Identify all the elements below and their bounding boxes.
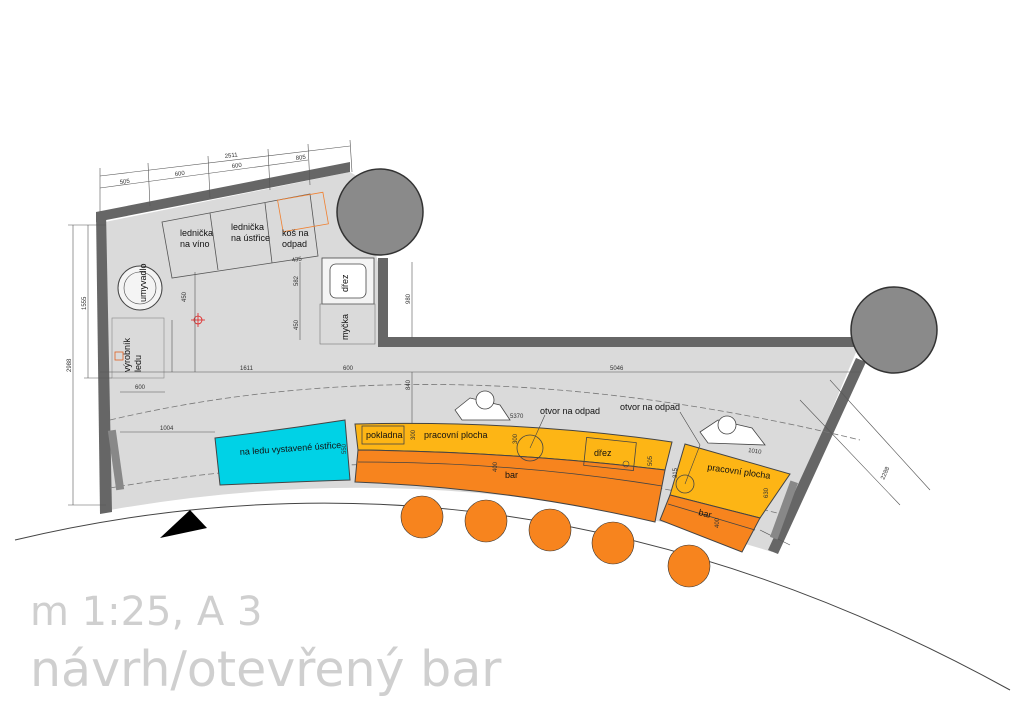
column-top (336, 168, 424, 256)
bar-stool (591, 521, 635, 565)
label-washbasin: umyvadlo (138, 263, 148, 302)
dim-435: 435 (291, 257, 302, 264)
dim-300a: 300 (411, 429, 417, 440)
dim-600-mid: 600 (343, 366, 354, 372)
bar-stool (400, 495, 444, 539)
dim-1611: 1611 (240, 366, 254, 372)
main-sink-box (583, 437, 637, 471)
dishwasher-box (319, 303, 376, 345)
washbasin-icon (117, 265, 163, 311)
label-ice-maker: výrobníkledu (122, 337, 143, 372)
dim-600-left: 600 (135, 385, 146, 391)
counter-arc-back (109, 384, 861, 441)
bar-stool (528, 508, 572, 552)
dim-980: 980 (406, 293, 412, 304)
crosshair-icon (191, 313, 205, 327)
dimension-lines (68, 139, 931, 546)
dim-2288: 2288 (880, 466, 891, 481)
bartender-2-icon (699, 415, 766, 446)
dim-600a: 600 (175, 171, 186, 178)
oyster-display (214, 419, 351, 486)
dim-400b: 400 (715, 517, 721, 528)
scale-caption: m 1:25, A 3 (30, 589, 263, 635)
label-sink-main: dřez (594, 448, 612, 458)
dim-300b: 300 (513, 433, 519, 444)
bartender-1-icon (454, 390, 511, 421)
label-sink-small: dřez (340, 274, 350, 292)
dim-315: 315 (673, 467, 679, 478)
dim-450a: 450 (182, 291, 188, 302)
entrance-arrow-icon (160, 510, 207, 538)
dim-1004: 1004 (160, 426, 174, 432)
column-right (850, 286, 938, 374)
dim-5370: 5370 (510, 414, 524, 420)
label-bar-2: bar (698, 507, 713, 520)
bar-stool (464, 499, 508, 543)
bar-main (354, 449, 666, 523)
dim-2988: 2988 (67, 358, 73, 372)
outer-arc (14, 502, 1011, 691)
dim-1010: 1010 (748, 448, 763, 456)
cash-register-box (361, 425, 405, 445)
wall-inner-horizontal (378, 337, 860, 347)
waste-opening-2-icon (675, 474, 695, 494)
label-bar-1: bar (505, 470, 518, 480)
back-counter (161, 193, 319, 279)
label-work-surface-1: pracovní plocha (424, 430, 488, 440)
dim-840: 840 (406, 379, 412, 390)
dim-5046: 5046 (610, 366, 624, 372)
dim-600b: 600 (232, 163, 243, 170)
waste-opening-1-icon (516, 434, 544, 462)
wall-left (96, 212, 112, 514)
label-dishwasher: myčka (340, 314, 350, 340)
wall-inner-vertical (378, 258, 388, 338)
dim-505: 505 (648, 455, 654, 466)
dim-1555: 1555 (82, 296, 88, 310)
dim-805: 805 (296, 155, 307, 162)
label-cash-register: pokladna (366, 430, 403, 440)
dim-400a: 400 (493, 461, 499, 472)
waste-bin-outline (277, 191, 329, 233)
ice-maker-box (111, 317, 165, 379)
bar-stools (400, 495, 711, 588)
wall-top (96, 162, 350, 222)
dim-450b: 450 (294, 319, 300, 330)
dim-505: 505 (120, 179, 131, 186)
label-waste-opening-1: otvor na odpad (540, 406, 600, 416)
dim-630: 630 (764, 487, 770, 498)
bar-stool (667, 544, 711, 588)
dim-582: 582 (294, 275, 300, 286)
title-caption: návrh/otevřený bar (30, 641, 502, 698)
wall-right (768, 358, 866, 554)
label-waste-opening-2: otvor na odpad (620, 402, 680, 412)
dim-2511: 2511 (225, 152, 239, 160)
dim-550: 550 (342, 443, 348, 454)
